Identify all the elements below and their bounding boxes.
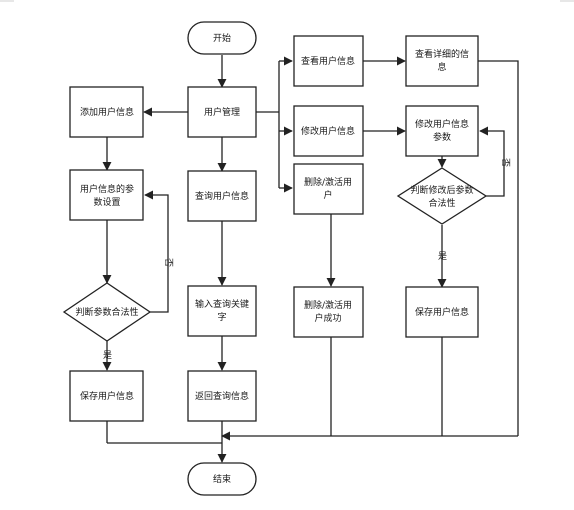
edge-check-no-loop [144,190,169,313]
modify-user-node: 修改用户信息 [293,105,364,157]
user-mgmt-node: 用户管理 [187,86,257,138]
delete-activate-line2: 户 [323,189,332,201]
save-right-label: 保存用户信息 [415,306,469,318]
end-label: 结束 [213,473,231,485]
start-node: 开始 [187,21,257,55]
save-right-node: 保存用户信息 [405,286,479,338]
param-setup-node: 用户信息的参 数设置 [69,169,144,221]
view-user-node: 查看用户信息 [293,35,364,87]
view-user-label: 查看用户信息 [301,55,355,67]
add-user-label: 添加用户信息 [80,106,134,118]
check-modified-decision: 判断修改后参数 合法性 [396,167,488,225]
query-user-node: 查询用户信息 [187,170,257,222]
no-label-left: 否 [163,258,174,267]
delete-success-line2: 户成功 [314,312,341,324]
user-mgmt-label: 用户管理 [204,106,240,118]
modify-params-node: 修改用户信息 参数 [405,105,479,157]
return-query-node: 返回查询信息 [187,370,257,422]
delete-activate-line1: 删除/激活用 [304,176,352,188]
check-params-label: 判断参数合法性 [75,306,138,318]
end-node: 结束 [187,462,257,496]
delete-success-line1: 删除/激活用 [304,299,352,311]
yes-label-right: 是 [438,251,447,262]
check-params-decision: 判断参数合法性 [62,282,152,342]
view-detail-node: 查看详细的信 息 [405,35,479,87]
param-setup-label-line2: 数设置 [93,196,120,208]
start-label: 开始 [213,32,231,44]
add-user-node: 添加用户信息 [69,86,144,138]
view-detail-line1: 查看详细的信 [415,48,469,60]
query-user-label: 查询用户信息 [195,190,249,202]
save-left-node: 保存用户信息 [69,370,144,422]
check-modified-line2: 合法性 [428,197,455,209]
delete-success-node: 删除/激活用 户成功 [293,286,364,338]
delete-activate-node: 删除/激活用 户 [293,163,364,215]
input-keyword-line1: 输入查询关键 [195,298,249,310]
no-label-right: 否 [500,158,511,167]
yes-label-left: 是 [103,350,112,361]
modify-params-line2: 参数 [433,131,451,143]
param-setup-label-line1: 用户信息的参 [80,183,134,195]
input-keyword-node: 输入查询关键 字 [187,285,257,337]
edge-check2-no-loop [479,126,505,197]
modify-user-label: 修改用户信息 [301,125,355,137]
return-query-label: 返回查询信息 [195,390,249,402]
check-modified-line1: 判断修改后参数 [410,184,473,196]
input-keyword-line2: 字 [217,311,226,323]
view-detail-line2: 息 [437,61,446,73]
modify-params-line1: 修改用户信息 [415,118,469,130]
save-left-label: 保存用户信息 [80,390,134,402]
edge-detail-down [478,60,519,436]
